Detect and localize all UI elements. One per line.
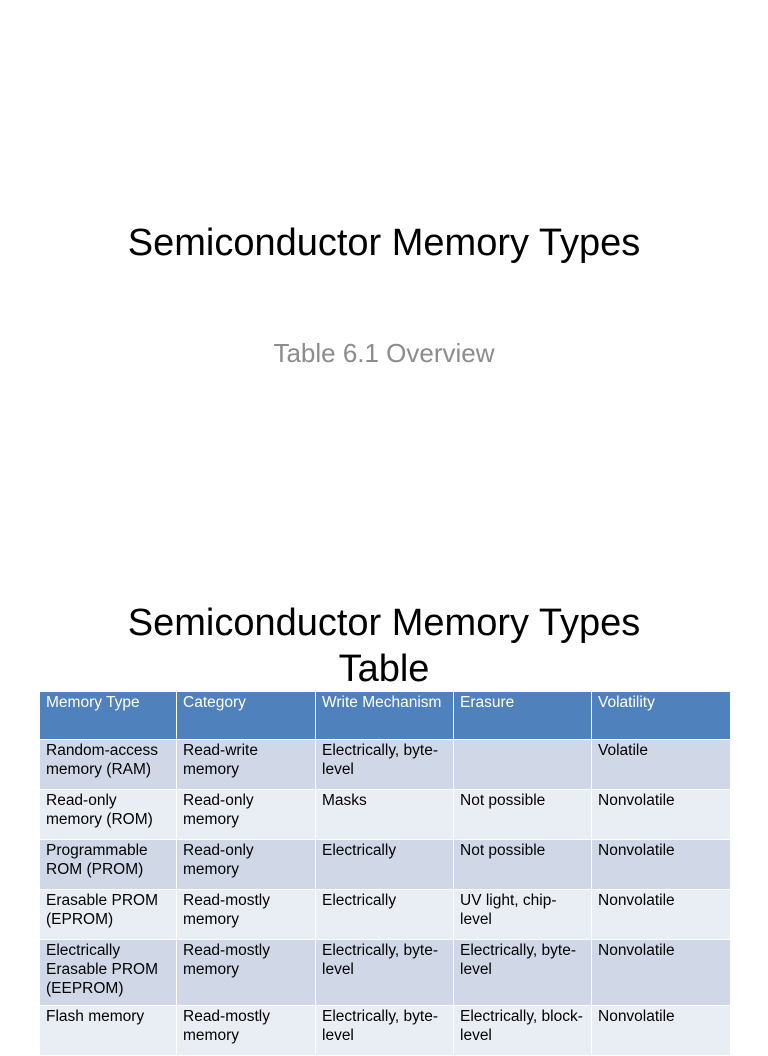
cell-category: Read-mostly memory <box>176 1005 316 1056</box>
cell-memory-type: Read-only memory (ROM) <box>39 789 177 840</box>
cell-erasure: Not possible <box>453 789 592 840</box>
table-row: Programmable ROM (PROM) Read-only memory… <box>39 839 731 890</box>
cell-write-mechanism: Electrically, byte-level <box>315 739 454 790</box>
table-row: Erasable PROM (EPROM) Read-mostly memory… <box>39 889 731 940</box>
cell-erasure: UV light, chip-level <box>453 889 592 940</box>
cell-category: Read-write memory <box>176 739 316 790</box>
cell-memory-type: Electrically Erasable PROM (EEPROM) <box>39 939 177 1006</box>
cell-volatility: Nonvolatile <box>591 1005 731 1056</box>
cell-memory-type: Erasable PROM (EPROM) <box>39 889 177 940</box>
cell-memory-type: Random-access memory (RAM) <box>39 739 177 790</box>
cell-write-mechanism: Electrically <box>315 839 454 890</box>
cell-write-mechanism: Masks <box>315 789 454 840</box>
cell-category: Read-only memory <box>176 839 316 890</box>
cell-write-mechanism: Electrically, byte-level <box>315 939 454 1006</box>
cell-volatility: Nonvolatile <box>591 839 731 890</box>
cell-category: Read-only memory <box>176 789 316 840</box>
cell-volatility: Nonvolatile <box>591 889 731 940</box>
table-row: Random-access memory (RAM) Read-write me… <box>39 739 731 790</box>
cell-erasure: Electrically, byte-level <box>453 939 592 1006</box>
table-row: Flash memory Read-mostly memory Electric… <box>39 1005 731 1056</box>
cell-write-mechanism: Electrically, byte-level <box>315 1005 454 1056</box>
cell-category: Read-mostly memory <box>176 889 316 940</box>
cell-erasure <box>453 739 592 790</box>
memory-types-table: Memory Type Category Write Mechanism Era… <box>39 691 731 1056</box>
table-row: Read-only memory (ROM) Read-only memory … <box>39 789 731 840</box>
header-erasure: Erasure <box>453 691 592 740</box>
cell-erasure: Not possible <box>453 839 592 890</box>
table-header-row: Memory Type Category Write Mechanism Era… <box>39 691 731 740</box>
cell-write-mechanism: Electrically <box>315 889 454 940</box>
cell-erasure: Electrically, block-level <box>453 1005 592 1056</box>
cell-volatility: Nonvolatile <box>591 939 731 1006</box>
header-write-mechanism: Write Mechanism <box>315 691 454 740</box>
cell-memory-type: Programmable ROM (PROM) <box>39 839 177 890</box>
table-row: Electrically Erasable PROM (EEPROM) Read… <box>39 939 731 1006</box>
slide-subtitle: Table 6.1 Overview <box>273 338 495 368</box>
slide-title: Semiconductor Memory Types Table <box>0 600 768 692</box>
cell-memory-type: Flash memory <box>39 1005 177 1056</box>
cell-volatility: Volatile <box>591 739 731 790</box>
header-memory-type: Memory Type <box>39 691 177 740</box>
cell-category: Read-mostly memory <box>176 939 316 1006</box>
header-category: Category <box>176 691 316 740</box>
title-line: Semiconductor Memory Types <box>127 602 641 644</box>
header-volatility: Volatility <box>591 691 731 740</box>
title-line: Table <box>338 648 430 690</box>
cell-volatility: Nonvolatile <box>591 789 731 840</box>
slide-title: Semiconductor Memory Types <box>127 222 641 264</box>
